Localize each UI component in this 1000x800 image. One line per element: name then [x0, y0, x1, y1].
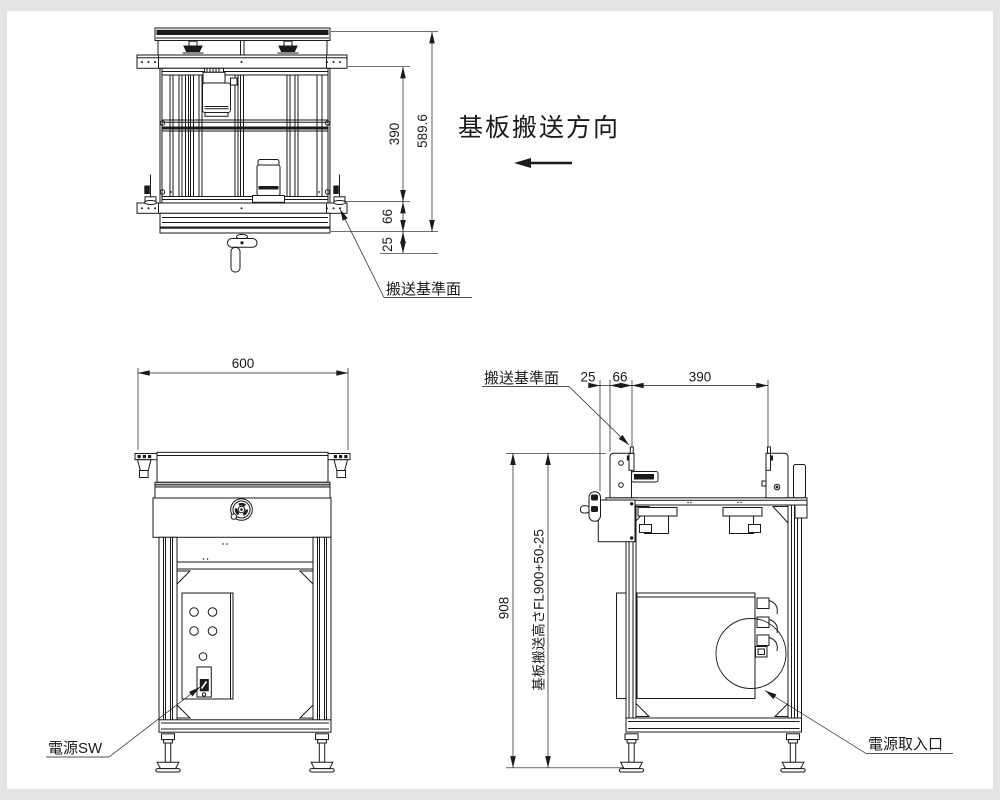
label-transport-reference-side: 搬送基準面	[484, 370, 559, 387]
dim-text-side-depth: 390	[689, 370, 712, 385]
handwheel	[230, 498, 253, 521]
under-table-unit	[637, 507, 678, 534]
label-power-inlet: 電源取入口	[868, 736, 943, 753]
dim-text-overall-height: 908	[497, 597, 512, 620]
dim-text-transport-height: 基板搬送高さFL900+50-25	[531, 529, 547, 691]
frame-screws	[159, 120, 331, 195]
dim-text-total-width: 589.6	[415, 114, 430, 148]
label-power-switch: 電源SW	[48, 740, 103, 757]
side-view-dimensions: 25 66 390 搬送基準面 908 基板搬送高さFL900+50-25	[482, 370, 769, 769]
crank-assembly-side	[580, 491, 636, 543]
power-inlet-opening	[715, 618, 787, 689]
control-panel	[181, 592, 234, 700]
side-legs	[625, 497, 802, 733]
dim-text-side-rail-section: 66	[612, 370, 627, 385]
frame-beams	[169, 75, 323, 197]
rail-end-right	[327, 453, 351, 478]
dim-text-side-ref-offset: 25	[580, 370, 595, 385]
side-view-machine	[580, 446, 808, 773]
rail-bracket-right	[761, 446, 789, 499]
width-adjust-unit	[252, 159, 285, 203]
rail-bracket-left	[609, 446, 659, 499]
motor	[202, 67, 238, 117]
top-view-machine	[136, 27, 348, 273]
rail-end-left	[134, 453, 158, 478]
panel-door-edge	[616, 592, 627, 699]
power-inlet-connector	[755, 646, 768, 658]
transport-direction-label: 基板搬送方向	[458, 114, 620, 142]
crank-handle-top	[227, 233, 258, 273]
power-switch[interactable]	[196, 666, 212, 698]
dim-text-rail-section: 66	[380, 209, 395, 224]
under-table-unit	[722, 507, 763, 534]
side-view: 25 66 390 搬送基準面 908 基板搬送高さFL900+50-25	[482, 370, 953, 773]
dim-text-ref-offset: 25	[380, 237, 395, 252]
electrical-box	[636, 592, 756, 699]
left-arrow-icon	[514, 158, 531, 168]
front-view-machine	[134, 451, 351, 773]
front-view: 600	[46, 356, 351, 773]
back-plate	[793, 464, 806, 499]
transport-direction: 基板搬送方向	[458, 114, 620, 168]
plate-holes-bottom	[141, 207, 341, 210]
dim-text-width: 600	[232, 356, 255, 371]
top-view-dimensions: 589.6 390 66 25 搬送基準面	[331, 31, 472, 298]
dim-text-inner-width: 390	[387, 123, 402, 146]
front-legs	[158, 536, 332, 731]
top-view: 589.6 390 66 25 搬送基準面	[136, 27, 472, 298]
label-transport-reference-top: 搬送基準面	[386, 281, 461, 298]
plate-holes-top	[141, 61, 341, 63]
front-view-dimensions: 600	[137, 356, 349, 450]
